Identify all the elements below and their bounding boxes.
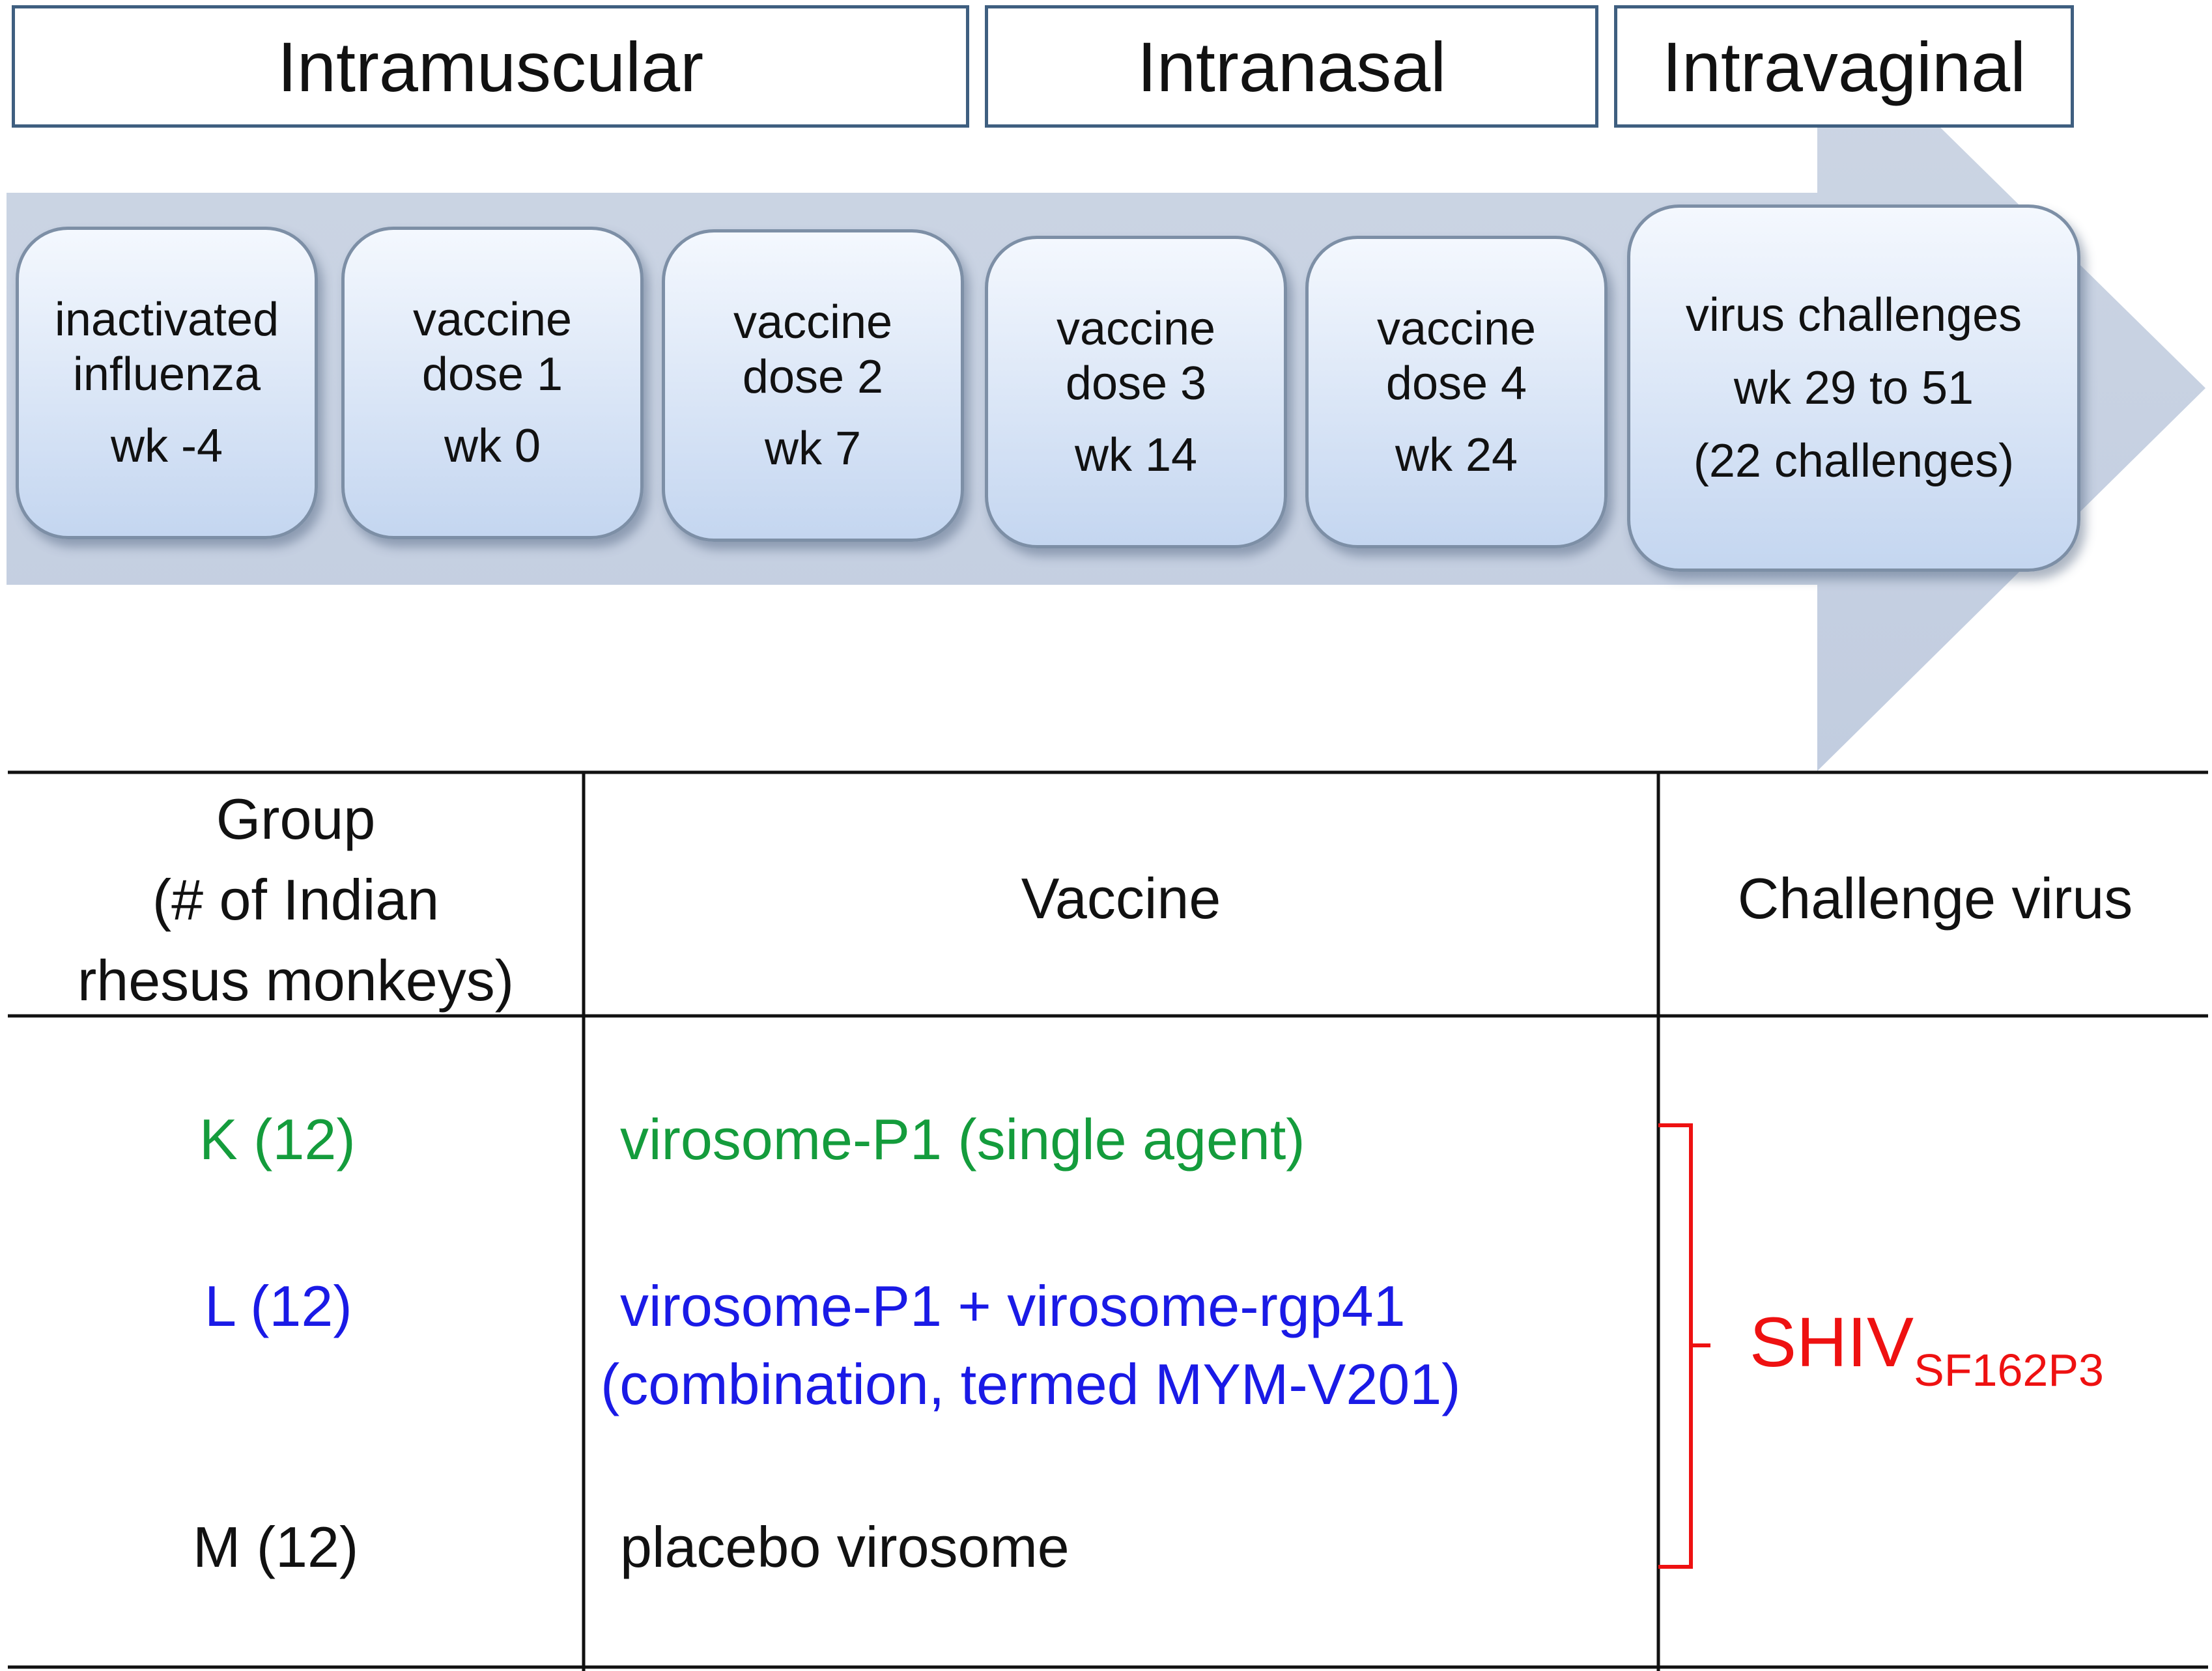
- route-intravaginal-label: Intravaginal: [1662, 27, 2026, 106]
- route-intravaginal: Intravaginal: [1614, 5, 2074, 128]
- virus-strain-subscript: SF162P3: [1914, 1345, 2104, 1396]
- step-line1: inactivated: [54, 294, 279, 346]
- header-challenge-virus: Challenge virus: [1658, 858, 2212, 939]
- step-influenza: inactivated influenza wk -4: [16, 227, 318, 539]
- row-l-group: L (12): [205, 1274, 352, 1338]
- virus-name: SHIV: [1750, 1302, 1914, 1381]
- step-line2: dose 4: [1385, 358, 1527, 410]
- step-line1: vaccine: [733, 296, 893, 348]
- step-line2: dose 3: [1065, 358, 1207, 410]
- route-intranasal: Intranasal: [985, 5, 1598, 128]
- step-line2: wk 29 to 51: [1733, 362, 1974, 414]
- route-intranasal-label: Intranasal: [1137, 27, 1447, 106]
- challenge-virus-label: SHIVSF162P3: [1750, 1301, 2104, 1396]
- step-week: wk 7: [764, 423, 862, 475]
- header-group: Group (# of Indian rhesus monkeys): [8, 779, 584, 1021]
- row-l-vaccine-line1: virosome-P1 + virosome-rgp41: [620, 1274, 1406, 1338]
- row-l-vaccine-line2: (combination, termed MYM-V201): [601, 1352, 1461, 1416]
- step-line2: dose 2: [742, 351, 884, 403]
- step-dose-4: vaccine dose 4 wk 24: [1305, 236, 1608, 548]
- step-week: wk -4: [110, 420, 223, 472]
- step-line1: vaccine: [1056, 303, 1216, 355]
- route-intramuscular-label: Intramuscular: [277, 27, 704, 106]
- step-dose-1: vaccine dose 1 wk 0: [341, 227, 644, 539]
- header-group-line1: Group: [216, 787, 376, 851]
- step-dose-2: vaccine dose 2 wk 7: [662, 229, 964, 542]
- row-m-vaccine: placebo virosome: [620, 1515, 1070, 1579]
- challenge-bracket: [1658, 1123, 1710, 1569]
- step-line1: virus challenges: [1685, 289, 2022, 341]
- header-vaccine-label: Vaccine: [1021, 866, 1221, 931]
- row-k-vaccine: virosome-P1 (single agent): [620, 1107, 1305, 1172]
- step-line1: vaccine: [412, 294, 573, 346]
- step-dose-3: vaccine dose 3 wk 14: [985, 236, 1287, 548]
- header-vaccine: Vaccine: [584, 858, 1658, 939]
- step-line2: influenza: [72, 348, 261, 400]
- step-week: wk 14: [1074, 429, 1198, 481]
- row-m-group: M (12): [193, 1515, 359, 1579]
- route-intramuscular: Intramuscular: [12, 5, 969, 128]
- step-virus-challenges: virus challenges wk 29 to 51 (22 challen…: [1627, 204, 2080, 572]
- step-line2: dose 1: [421, 348, 563, 400]
- step-week: wk 24: [1395, 429, 1518, 481]
- row-k-group: K (12): [199, 1107, 356, 1172]
- header-challenge-label: Challenge virus: [1737, 866, 2133, 931]
- step-line3: (22 challenges): [1693, 435, 2015, 487]
- header-group-line3: rhesus monkeys): [77, 948, 514, 1013]
- step-week: wk 0: [444, 420, 541, 472]
- step-line1: vaccine: [1376, 303, 1537, 355]
- header-group-line2: (# of Indian: [152, 867, 440, 932]
